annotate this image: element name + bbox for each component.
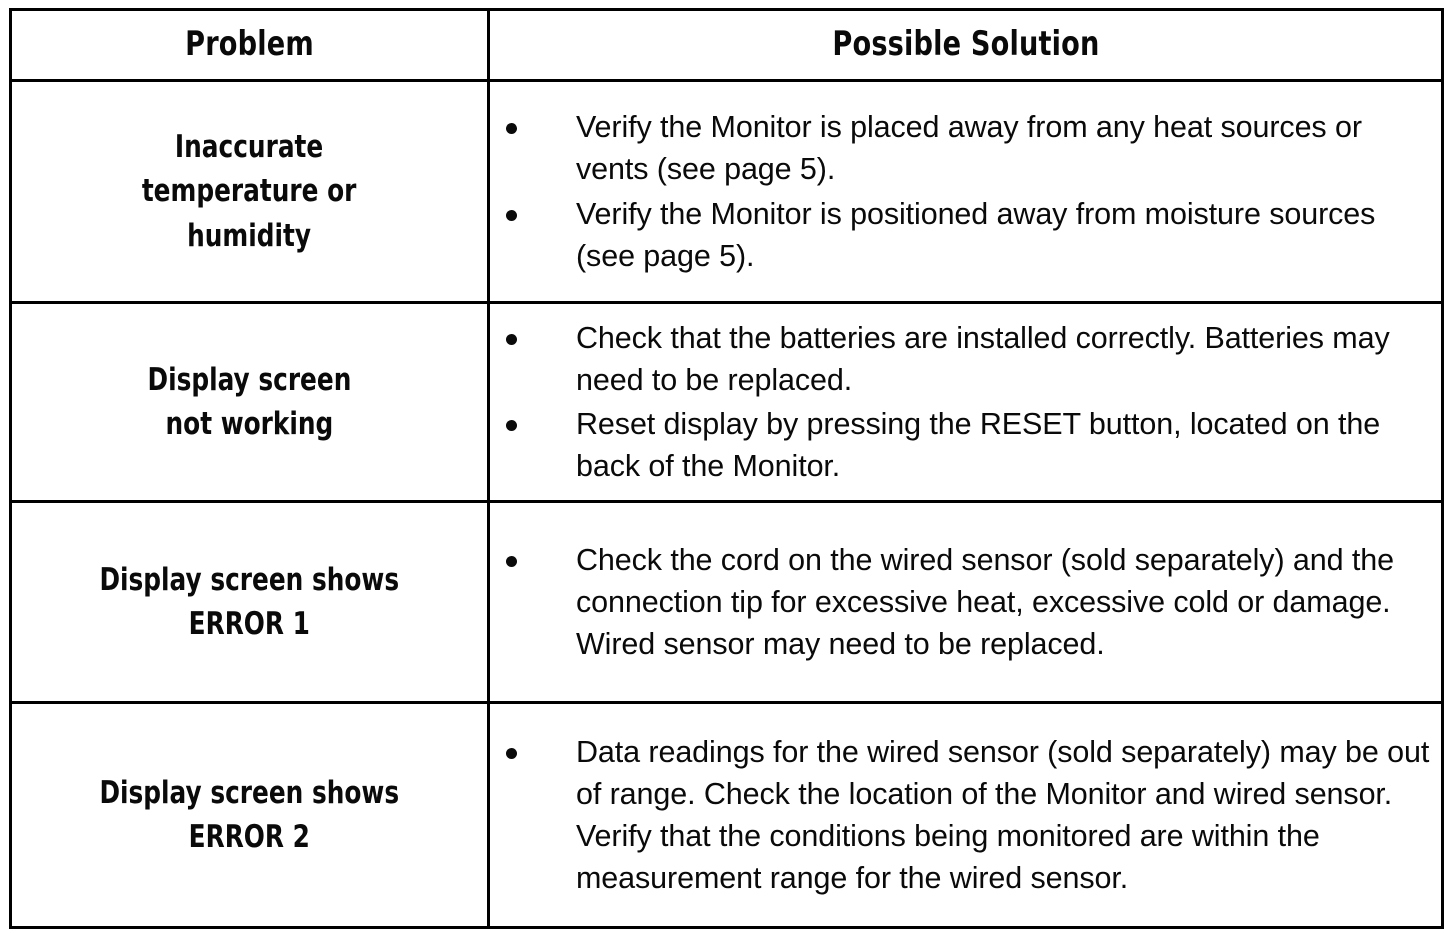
solution-list-1: Verify the Monitor is placed away from a… <box>490 106 1441 276</box>
solution-cell-2: Check that the batteries are installed c… <box>487 301 1444 503</box>
column-header-solution: Possible Solution <box>487 8 1444 82</box>
problem-cell-4: Display screen shows ERROR 2 <box>9 701 490 929</box>
troubleshooting-table: Problem Possible Solution Inaccurate tem… <box>9 8 1444 929</box>
list-item: Verify the Monitor is positioned away fr… <box>490 193 1441 277</box>
solution-text: Verify the Monitor is placed away from a… <box>576 110 1362 187</box>
problem-label-2: Display screen not working <box>147 361 352 442</box>
solution-cell-4: Data readings for the wired sensor (sold… <box>487 701 1444 929</box>
solution-list-4: Data readings for the wired sensor (sold… <box>490 731 1441 899</box>
problem-cell-2: Display screen not working <box>9 301 490 503</box>
column-header-problem: Problem <box>9 8 490 82</box>
list-item: Data readings for the wired sensor (sold… <box>490 731 1441 899</box>
table-row: Inaccurate temperature or humidity Verif… <box>9 79 1444 304</box>
solution-text: Verify the Monitor is positioned away fr… <box>576 196 1376 273</box>
solution-list-2: Check that the batteries are installed c… <box>490 317 1441 487</box>
problem-cell-3: Display screen shows ERROR 1 <box>9 500 490 704</box>
list-item: Check that the batteries are installed c… <box>490 317 1441 401</box>
troubleshooting-table-wrapper: Problem Possible Solution Inaccurate tem… <box>9 8 1444 929</box>
list-item: Check the cord on the wired sensor (sold… <box>490 539 1441 665</box>
table-row: Display screen not working Check that th… <box>9 301 1444 503</box>
solution-cell-1: Verify the Monitor is placed away from a… <box>487 79 1444 304</box>
problem-label-3: Display screen shows ERROR 1 <box>99 561 400 642</box>
solution-cell-3: Check the cord on the wired sensor (sold… <box>487 500 1444 704</box>
problem-label-1: Inaccurate temperature or humidity <box>142 129 357 254</box>
solution-list-3: Check the cord on the wired sensor (sold… <box>490 539 1441 665</box>
column-header-solution-label: Possible Solution <box>831 24 1100 65</box>
list-item: Verify the Monitor is placed away from a… <box>490 106 1441 190</box>
solution-text: Check the cord on the wired sensor (sold… <box>576 542 1394 662</box>
problem-label-4: Display screen shows ERROR 2 <box>99 774 400 855</box>
problem-cell-1: Inaccurate temperature or humidity <box>9 79 490 304</box>
table-row: Display screen shows ERROR 2 Data readin… <box>9 701 1444 929</box>
list-item: Reset display by pressing the RESET butt… <box>490 403 1441 487</box>
solution-text: Data readings for the wired sensor (sold… <box>576 734 1430 896</box>
solution-text: Reset display by pressing the RESET butt… <box>576 407 1381 484</box>
solution-text: Check that the batteries are installed c… <box>576 320 1390 397</box>
table-header-row: Problem Possible Solution <box>9 8 1444 82</box>
table-row: Display screen shows ERROR 1 Check the c… <box>9 500 1444 704</box>
column-header-problem-label: Problem <box>185 24 314 65</box>
